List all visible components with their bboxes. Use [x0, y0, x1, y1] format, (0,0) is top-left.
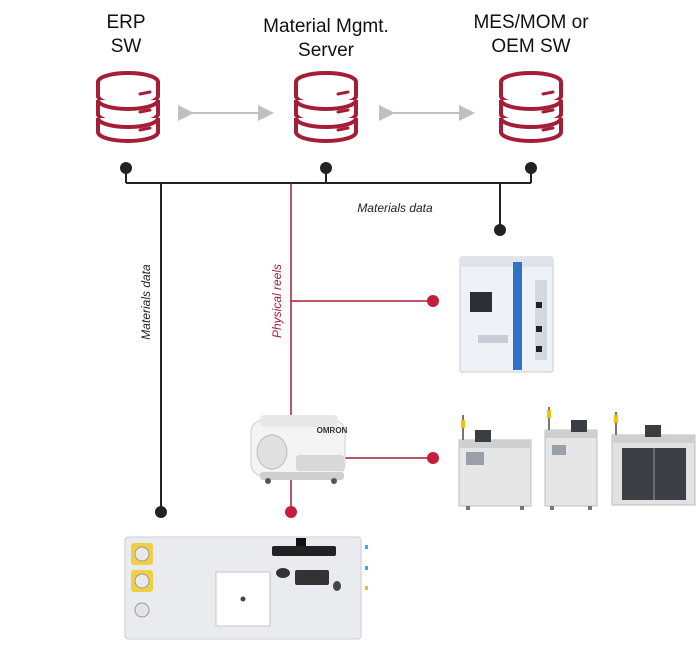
- erp-title-line1: ERP: [106, 12, 145, 33]
- erp-database-icon: [96, 71, 160, 143]
- material-server-title: Material Mgmt. Server: [263, 16, 389, 61]
- erp-title-line2: SW: [111, 36, 142, 57]
- agv-brand-label: OMRON: [317, 426, 348, 435]
- tower-reel-dot: [427, 295, 439, 307]
- mes-database-icon: [499, 71, 563, 143]
- materials-data-label-vertical: Materials data: [139, 264, 153, 340]
- material-server-title-line1: Material Mgmt.: [263, 16, 389, 37]
- agv-robot: OMRON: [250, 415, 348, 484]
- mes-title: MES/MOM or OEM SW: [473, 12, 589, 57]
- erp-title: ERP SW: [106, 12, 145, 57]
- physical-reels-label: Physical reels: [270, 264, 284, 338]
- smt-machine-3: [611, 412, 696, 506]
- mes-connector-dot: [525, 162, 537, 174]
- materials-data-label-horizontal: Materials data: [357, 201, 433, 215]
- server-database-icon: [294, 71, 358, 143]
- mes-title-line2: OEM SW: [491, 36, 570, 57]
- smt-machine-1: [458, 415, 532, 510]
- mes-title-line1: MES/MOM or: [473, 12, 589, 33]
- smt-reel-dot: [427, 452, 439, 464]
- smt-machine-2: [544, 407, 598, 510]
- data-bus: [120, 162, 537, 184]
- tower-data-dot: [494, 224, 506, 236]
- tower-screen: [470, 292, 492, 312]
- storage-tower: [459, 256, 554, 373]
- erp-connector-dot: [120, 162, 132, 174]
- workbench-reel-dot: [285, 506, 297, 518]
- material-server-title-line2: Server: [298, 40, 355, 61]
- server-connector-dot: [320, 162, 332, 174]
- workbench-data-dot: [155, 506, 167, 518]
- smart-workbench: [124, 536, 368, 640]
